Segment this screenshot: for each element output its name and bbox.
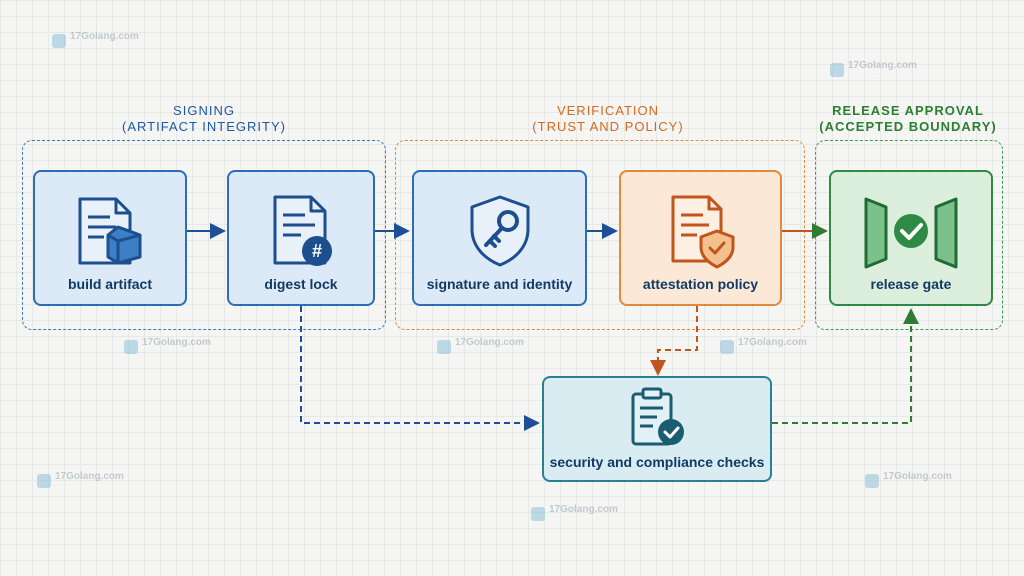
- signing-group-box: [22, 140, 386, 330]
- document-shield-icon: [661, 190, 741, 272]
- release-title-line1: RELEASE APPROVAL: [832, 103, 984, 118]
- watermark-text: 17Golang.com: [70, 31, 139, 42]
- release-group-title: RELEASE APPROVAL (ACCEPTED BOUNDARY): [808, 103, 1008, 135]
- release-gate-label: release gate: [870, 276, 952, 292]
- document-hash-icon: #: [261, 190, 341, 272]
- security-checks-label: security and compliance checks: [549, 454, 765, 470]
- shield-key-icon: [460, 190, 540, 272]
- attestation-policy-node[interactable]: attestation policy: [619, 170, 782, 306]
- watermark: 17Golang.com· · · · · · · · ·: [124, 338, 211, 355]
- arrow-checks-to-gate: [772, 308, 919, 424]
- clipboard-check-icon: [625, 386, 689, 450]
- release-gate-node[interactable]: release gate: [829, 170, 993, 306]
- watermark: 17Golang.com· · · · · · · · ·: [720, 338, 807, 355]
- watermark-text: 17Golang.com: [549, 504, 618, 515]
- watermark-text: 17Golang.com: [142, 337, 211, 348]
- attestation-policy-label: attestation policy: [642, 276, 759, 292]
- build-artifact-node[interactable]: build artifact: [33, 170, 187, 306]
- watermark-text: 17Golang.com: [455, 337, 524, 348]
- release-title-line2: (ACCEPTED BOUNDARY): [819, 119, 997, 134]
- digest-lock-node[interactable]: # digest lock: [227, 170, 375, 306]
- signature-identity-node[interactable]: signature and identity: [412, 170, 587, 306]
- watermark-text: 17Golang.com: [848, 60, 917, 71]
- verification-group-title: VERIFICATION (TRUST AND POLICY): [508, 103, 708, 135]
- security-checks-node[interactable]: security and compliance checks: [542, 376, 772, 482]
- watermark: 17Golang.com· · · · · · · · ·: [531, 505, 618, 522]
- signing-title-line1: SIGNING: [173, 103, 235, 118]
- watermark-text: 17Golang.com: [55, 471, 124, 482]
- document-package-icon: [70, 190, 150, 272]
- watermark: 17Golang.com· · · · · · · · ·: [830, 61, 917, 78]
- build-artifact-label: build artifact: [67, 276, 152, 292]
- digest-lock-label: digest lock: [264, 276, 338, 292]
- watermark-text: 17Golang.com: [883, 471, 952, 482]
- arrow-attestation-to-checks: [650, 306, 698, 376]
- signing-group-title: SIGNING (ARTIFACT INTEGRITY): [104, 103, 304, 135]
- svg-text:#: #: [312, 241, 322, 261]
- gate-check-icon: [856, 190, 966, 272]
- verification-title-line1: VERIFICATION: [556, 103, 660, 118]
- watermark: 17Golang.com· · · · · · · · ·: [865, 472, 952, 489]
- watermark: 17Golang.com· · · · · · · · ·: [52, 32, 139, 49]
- arrow-digest-to-checks: [300, 306, 540, 431]
- signature-identity-label: signature and identity: [426, 276, 573, 292]
- signing-title-line2: (ARTIFACT INTEGRITY): [122, 119, 286, 134]
- watermark: 17Golang.com· · · · · · · · ·: [437, 338, 524, 355]
- verification-title-line2: (TRUST AND POLICY): [532, 119, 684, 134]
- watermark: 17Golang.com· · · · · · · · ·: [37, 472, 124, 489]
- watermark-text: 17Golang.com: [738, 337, 807, 348]
